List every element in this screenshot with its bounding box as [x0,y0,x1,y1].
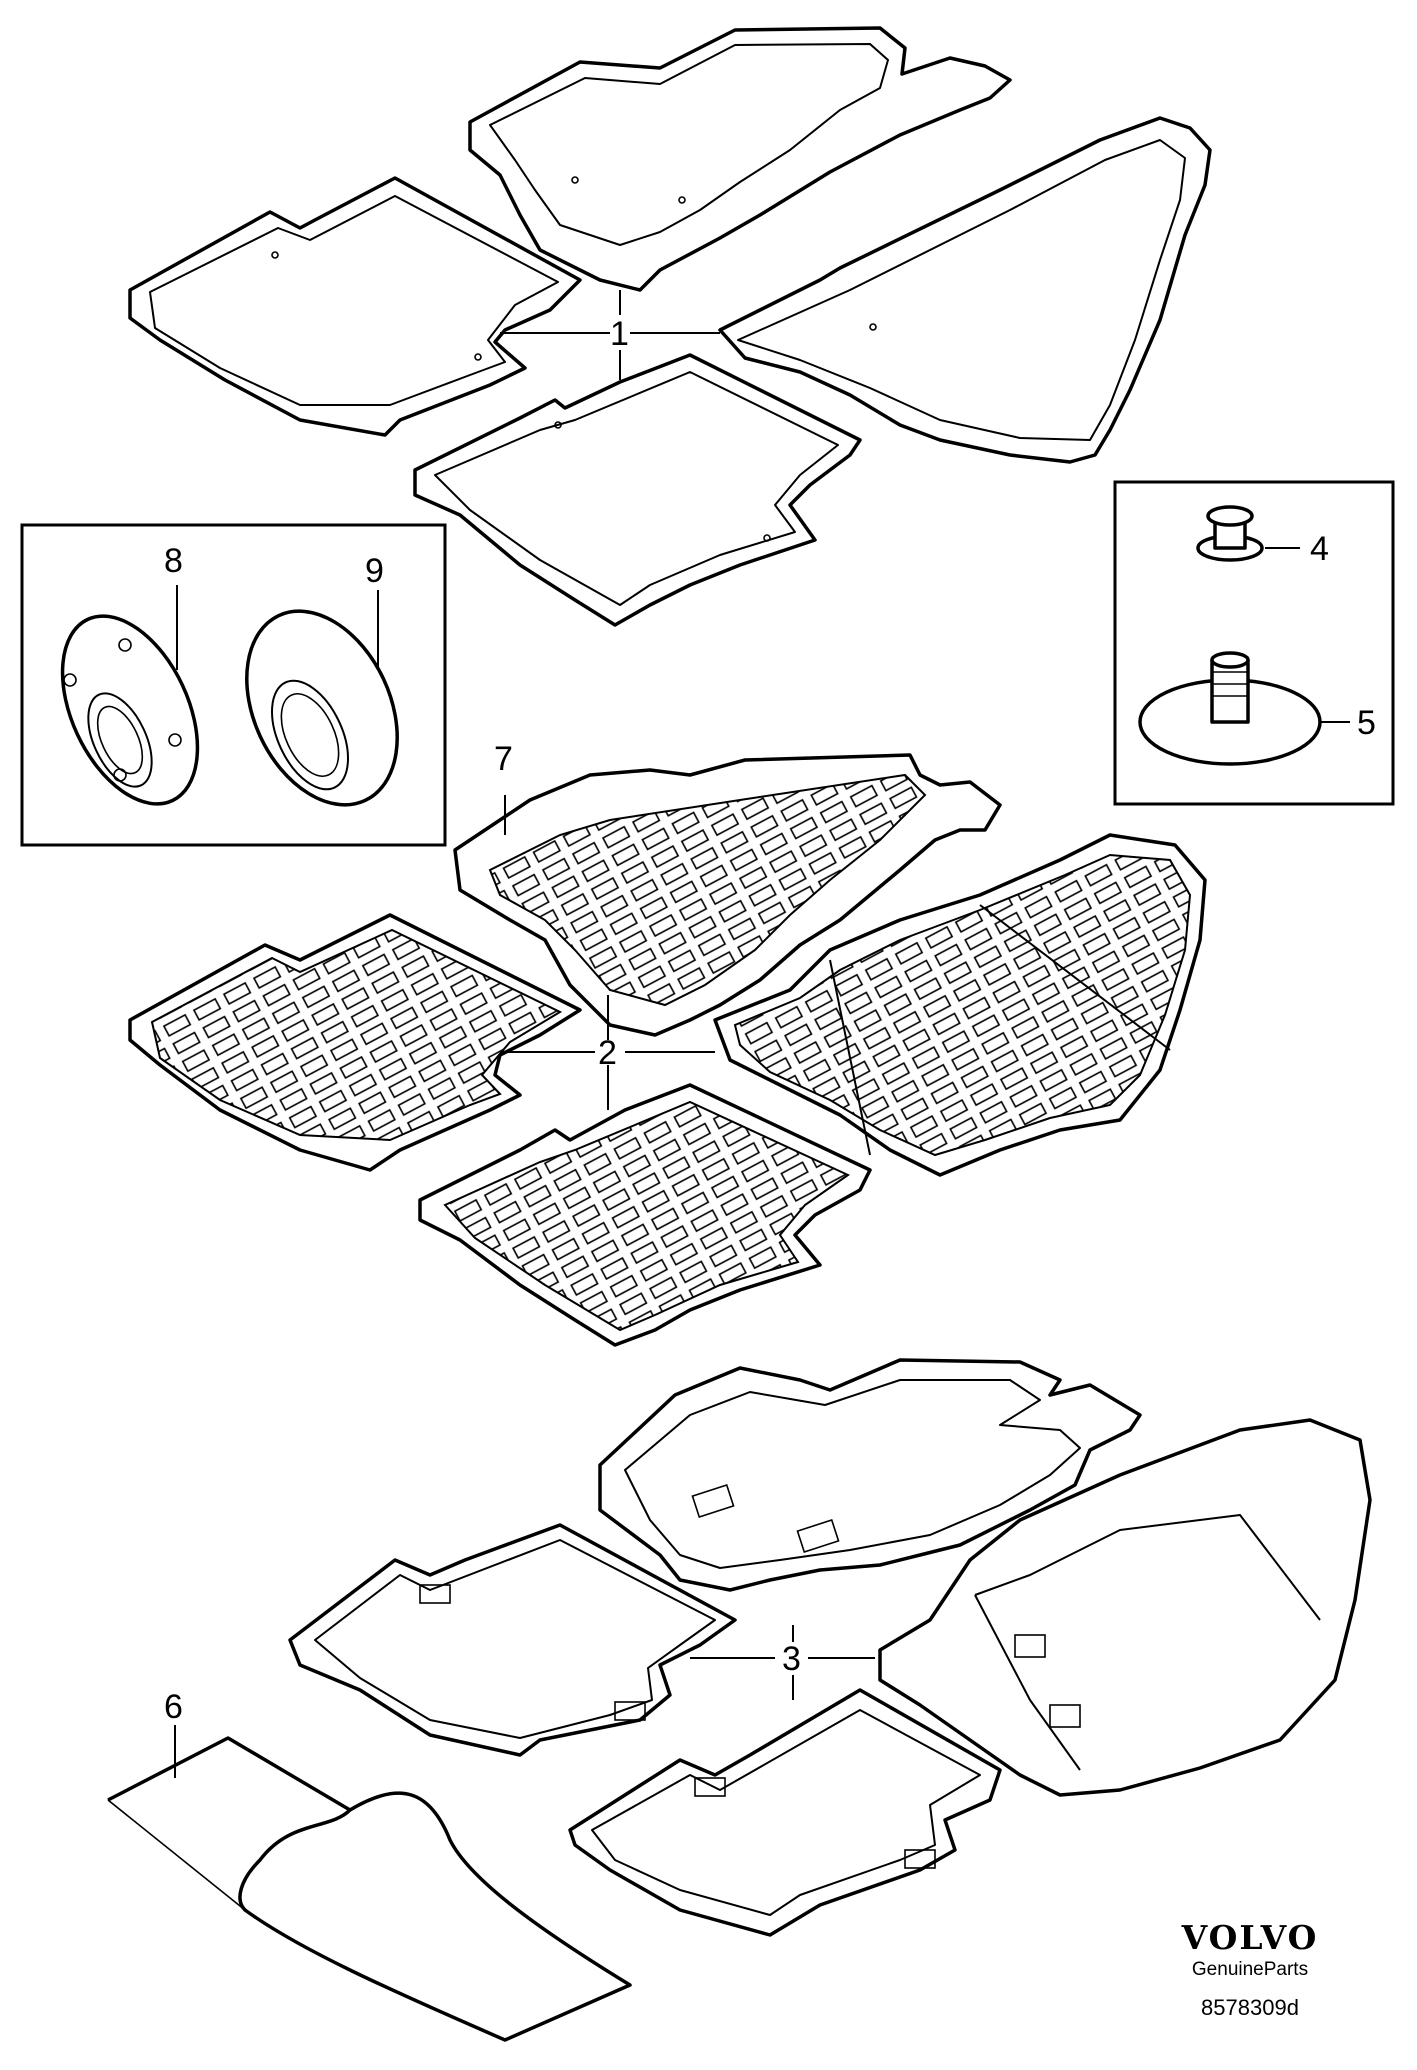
textile-mat-driver [468,26,1012,292]
callout-3: 3 [782,1640,801,1678]
tray-mat-set [288,1358,1372,1937]
textile-mat-rear-left [128,176,582,437]
textile-mat-rear-right [413,353,862,627]
brand-subtitle: GenuineParts [1191,1959,1309,1980]
callout-5: 5 [1357,704,1376,742]
tray-mat-driver [598,1358,1142,1592]
fastener-box: 4 5 [1113,480,1395,806]
callout-2: 2 [598,1034,617,1072]
fastener-5 [1138,651,1350,766]
fastener-4 [1196,505,1300,562]
adapter-ring-8 [60,585,200,806]
adapter-ring-box: 8 9 [20,523,447,847]
fastener-box-frame [1113,480,1395,806]
textile-mat-set [128,26,1212,627]
rubber-mat-set [128,753,1207,1347]
protective-film [107,1725,632,2042]
adapter-box-frame [20,523,447,847]
tray-mat-passenger [878,1418,1372,1797]
callout-9: 9 [365,552,384,590]
tray-mat-rear-right [568,1688,1002,1937]
volvo-logo: VOLVO [1181,1918,1319,1957]
callout-8: 8 [164,542,183,580]
callout-4: 4 [1310,530,1329,568]
adapter-ring-9 [245,590,399,807]
callout-1: 1 [610,315,629,353]
drawing-number: 8578309d [1201,1995,1299,2020]
tray-mat-rear-left [288,1523,737,1757]
callout-6: 6 [164,1688,183,1726]
callout-7: 7 [494,740,513,778]
brand-block: VOLVO GenuineParts 8578309d [1140,1918,1360,2021]
